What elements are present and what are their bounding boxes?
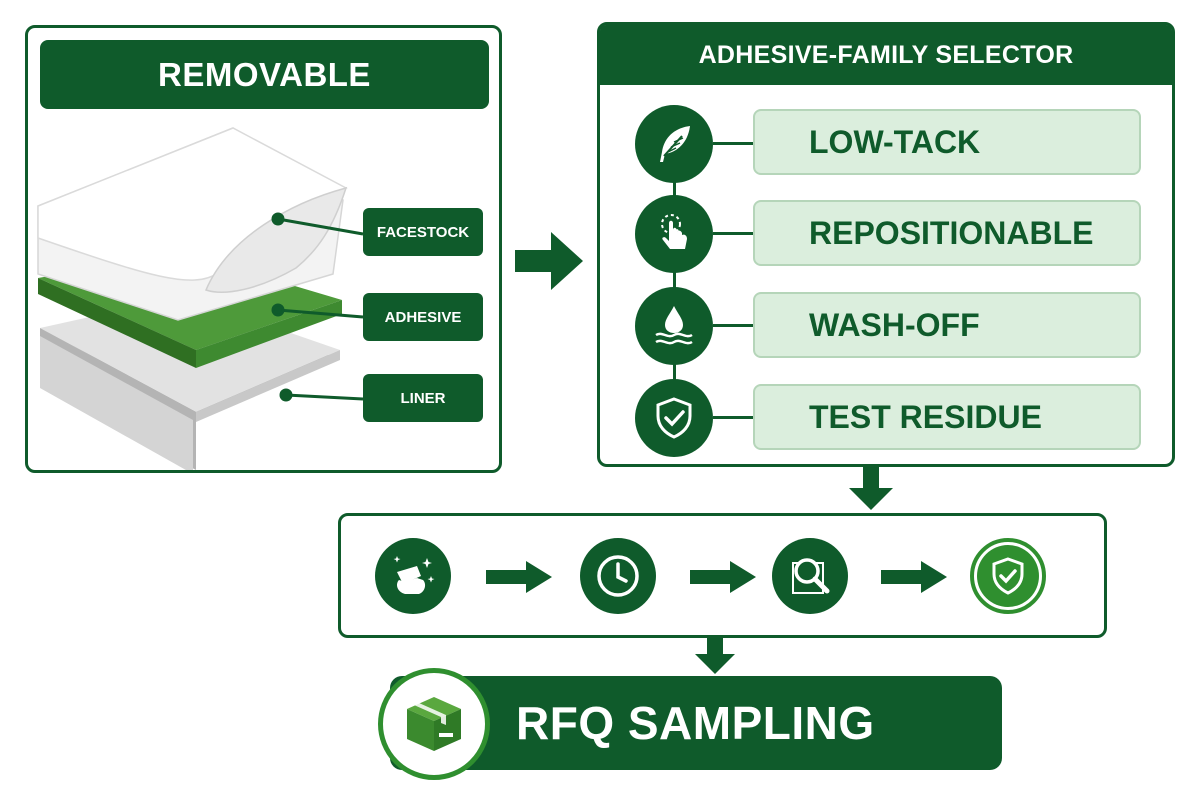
liner-label: LINER bbox=[363, 374, 483, 422]
label-layer-stack-illustration bbox=[37, 127, 364, 470]
wipe-clean-icon bbox=[375, 538, 451, 614]
adhesive-family-selector-panel: ADHESIVE-FAMILY SELECTOR LOW-TACK REPOSI… bbox=[597, 22, 1175, 467]
package-box-icon bbox=[378, 668, 490, 780]
water-drop-icon bbox=[635, 287, 713, 365]
leader-lines bbox=[271, 212, 364, 402]
residue-test-process-panel bbox=[338, 513, 1107, 638]
option-low-tack[interactable]: LOW-TACK bbox=[753, 109, 1141, 175]
option-connector bbox=[713, 416, 753, 419]
arrow-down-icon bbox=[849, 466, 893, 510]
arrow-right-icon bbox=[486, 561, 552, 593]
arrow-right-icon bbox=[515, 232, 583, 290]
shield-check-icon bbox=[635, 379, 713, 457]
inspect-magnifier-icon bbox=[772, 538, 848, 614]
removable-title: REMOVABLE bbox=[40, 40, 489, 109]
arrow-down-icon bbox=[695, 636, 735, 674]
verified-shield-icon bbox=[970, 538, 1046, 614]
facestock-label: FACESTOCK bbox=[363, 208, 483, 256]
adhesive-label: ADHESIVE bbox=[363, 293, 483, 341]
option-rail bbox=[673, 155, 676, 395]
arrow-right-icon bbox=[881, 561, 947, 593]
facestock-layer bbox=[37, 127, 348, 321]
option-test-residue[interactable]: TEST RESIDUE bbox=[753, 384, 1141, 450]
option-wash-off[interactable]: WASH-OFF bbox=[753, 292, 1141, 358]
feather-icon bbox=[635, 105, 713, 183]
option-connector bbox=[713, 142, 753, 145]
selector-title: ADHESIVE-FAMILY SELECTOR bbox=[600, 25, 1172, 85]
option-connector bbox=[713, 324, 753, 327]
option-connector bbox=[713, 232, 753, 235]
option-repositionable[interactable]: REPOSITIONABLE bbox=[753, 200, 1141, 266]
clock-icon bbox=[580, 538, 656, 614]
removable-panel: REMOVABLE F bbox=[25, 25, 502, 473]
rfq-sampling-button[interactable]: RFQ SAMPLING bbox=[390, 676, 1002, 770]
touch-hand-icon bbox=[635, 195, 713, 273]
arrow-right-icon bbox=[690, 561, 756, 593]
